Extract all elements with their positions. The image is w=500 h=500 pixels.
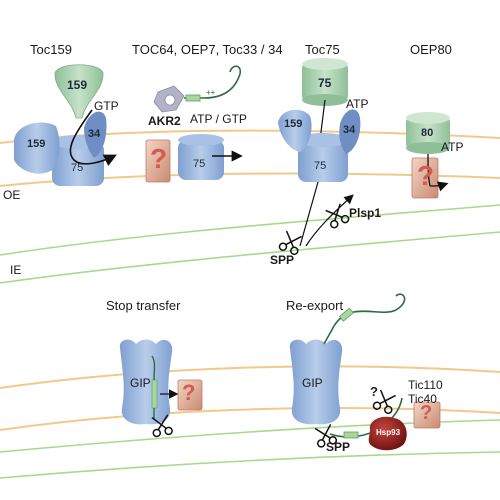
spp-label-b2: SPP [326, 440, 351, 454]
panel-oep80 [406, 112, 450, 199]
unknown-mark-b1: ? [182, 380, 196, 405]
atp-label-4: ATP [441, 140, 464, 154]
re-export-title: Re-export [286, 298, 344, 313]
toc75-label-1: 75 [71, 162, 84, 174]
gip-label-1: GIP [130, 376, 151, 390]
panel-toc75 [278, 58, 361, 256]
inner-membrane-top-lower [0, 231, 500, 284]
unknown-mark-b2: ? [420, 402, 433, 424]
precursor-loop-1 [151, 355, 156, 381]
plsp1-label: Plsp1 [349, 206, 382, 220]
transmembrane-segment-1 [151, 379, 158, 409]
scissors-b1-icon [151, 414, 173, 438]
hsp93-protein [368, 416, 407, 451]
toc75-channel-2-top [178, 134, 224, 146]
plsp1-arrow [305, 194, 354, 247]
header-toc64-group: TOC64, OEP7, Toc33 / 34 [132, 42, 283, 57]
tic40-label: Tic40 [408, 392, 437, 406]
toc159-receptor-label: 159 [67, 78, 88, 92]
inner-membrane-bottom-lower [0, 451, 500, 479]
label-outer-envelope: OE [3, 188, 21, 202]
panel-stop-transfer [119, 339, 203, 438]
toc34-3 [339, 109, 361, 154]
gip-channel-1 [119, 339, 173, 425]
unknown-mark-1: ? [150, 143, 168, 174]
toc34-1 [84, 111, 107, 158]
tic-unknown-box [413, 401, 441, 429]
toc75-soluble-label: 75 [318, 76, 332, 90]
panel-re-export [289, 293, 441, 451]
toc159-membrane-1 [14, 122, 60, 174]
toc34-label-1: 34 [88, 128, 101, 140]
toc75-soluble-top [302, 58, 348, 70]
atp-gtp-label: ATP / GTP [190, 112, 247, 126]
plus-charges-label: ++ [206, 88, 216, 97]
gip-channel-2 [289, 339, 343, 425]
akr2-binding-site [164, 94, 176, 106]
label-inner-envelope: IE [10, 263, 22, 277]
oep80-atp-arrow [427, 153, 446, 186]
header-toc159: Toc159 [30, 42, 72, 57]
toc159-membrane-3 [278, 109, 312, 152]
panel-toc159 [14, 64, 117, 186]
toc159-soluble-receptor [54, 64, 104, 119]
toc159-membrane-label-1: 159 [27, 138, 46, 150]
unknown-mark-4: ? [417, 160, 435, 191]
toc75-channel-2 [178, 140, 224, 180]
spp-scissors-icon [278, 230, 302, 256]
toc159-label-3: 159 [284, 118, 303, 130]
oep80-label: 80 [421, 127, 434, 139]
gtp-label: GTP [94, 99, 119, 113]
unknown-insertase-1 [145, 139, 171, 183]
akr2-label: AKR2 [148, 114, 181, 128]
cleavage-path-3 [299, 181, 319, 247]
toc75-soluble [302, 64, 348, 100]
inner-membrane-top-upper [0, 204, 500, 256]
atp-label-3: ATP [346, 97, 369, 111]
oep80-bottom [406, 142, 450, 154]
header-toc75: Toc75 [305, 42, 340, 57]
panel-toc64 [145, 65, 243, 183]
toc75-label-3: 75 [314, 160, 327, 172]
transit-signal-1 [185, 94, 201, 102]
oep80-protein [406, 118, 450, 148]
toc75-label-2: 75 [193, 158, 206, 170]
spp-label-3: SPP [270, 253, 295, 267]
unknown-mark-b2-small: ? [370, 384, 378, 399]
toc75-channel-3 [298, 140, 348, 182]
tic110-label: Tic110 [408, 378, 443, 392]
transit-signal-2 [338, 307, 354, 322]
header-oep80: OEP80 [410, 42, 452, 57]
precursor-tail-1 [184, 65, 242, 99]
toc75-channel-3-top [298, 133, 348, 147]
oep80-top [406, 112, 450, 124]
scissors-b2-upper-icon [372, 389, 396, 415]
gtp-arrow-1 [69, 109, 117, 167]
plsp1-scissors-icon [325, 203, 350, 229]
toc34-label-3: 34 [343, 124, 356, 136]
hsp93-label: Hsp93 [376, 428, 401, 437]
stop-transfer-title: Stop transfer [106, 298, 181, 313]
transit-signal-3 [343, 431, 359, 439]
gip-label-2: GIP [302, 376, 323, 390]
outer-membrane-bottom-upper [0, 365, 500, 389]
spp-scissors-b2-icon [314, 423, 338, 448]
